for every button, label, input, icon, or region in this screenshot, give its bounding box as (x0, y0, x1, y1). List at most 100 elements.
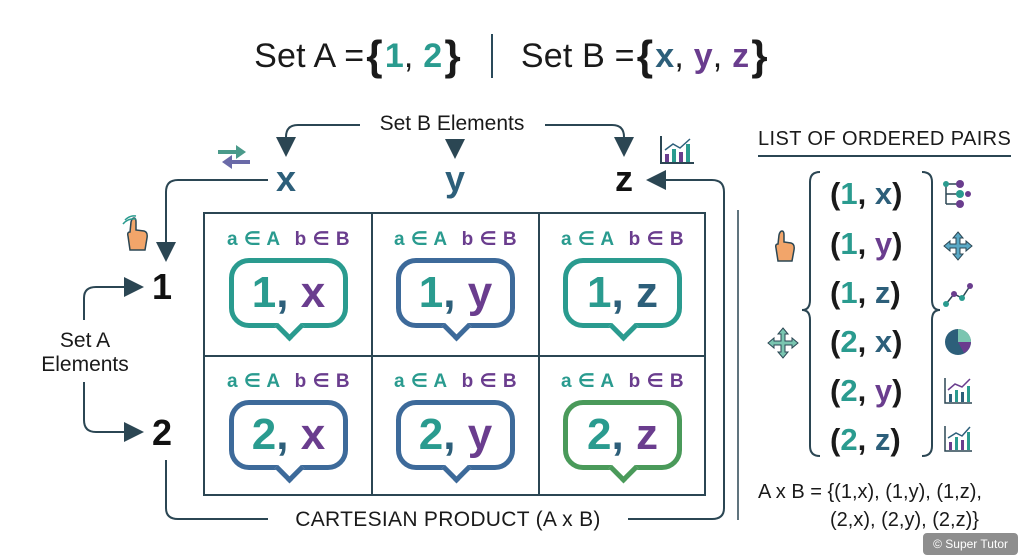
pair-first: 1 (840, 226, 858, 261)
column-label-z: z (615, 158, 633, 199)
formula-line-2: (2,x), (2,y), (2,z)} (830, 509, 979, 531)
b-in-b-label: b ∈ B (628, 371, 685, 392)
scatter-icon (943, 283, 973, 307)
grid-cell: a ∈ A b ∈ B 2, x (205, 356, 372, 498)
pair-first: 2 (840, 324, 858, 359)
hand-pointer-icon (775, 230, 795, 262)
pair-second: x (874, 324, 893, 359)
set-b-label: Set B = (520, 36, 635, 75)
column-label-y: y (444, 158, 466, 199)
separator-comma: , (712, 36, 733, 75)
set-b-element: y (693, 36, 713, 75)
b-in-b-label: b ∈ B (628, 229, 685, 250)
set-a-label-line1: Set A (59, 329, 111, 352)
a-in-a-label: a ∈ A (560, 371, 615, 392)
move-arrows-icon (943, 231, 973, 261)
b-in-b-label: b ∈ B (294, 229, 351, 250)
grid-cell: a ∈ A b ∈ B 2, z (539, 356, 706, 498)
pair-first: 2 (840, 373, 858, 408)
cartesian-product-label: CARTESIAN PRODUCT (A x B) (268, 508, 628, 532)
sets-header: Set A = { 1 , 2 } Set B = { x , y , z } (0, 28, 1024, 84)
b-in-b-label: b ∈ B (461, 371, 518, 392)
pair-bubble: 1, y (396, 258, 515, 342)
grid-cell: a ∈ A b ∈ B 1, x (205, 214, 372, 356)
pair-second: z (635, 268, 658, 317)
cell-membership-label: a ∈ A b ∈ B (205, 370, 372, 393)
cell-membership-label: a ∈ A b ∈ B (539, 370, 706, 393)
set-a-definition: Set A = { 1 , 2 } (254, 32, 463, 80)
pair-bubble: 2, z (563, 400, 682, 484)
a-in-a-label: a ∈ A (393, 229, 448, 250)
a-in-a-label: a ∈ A (226, 229, 281, 250)
move-arrows-icon (767, 327, 799, 359)
formula-line-1: A x B = {(1,x), (1,y), (1,z), (758, 481, 982, 503)
swap-arrows-icon (218, 145, 250, 169)
brace-close: } (751, 32, 768, 79)
pair-second: x (300, 410, 326, 459)
cell-membership-label: a ∈ A b ∈ B (372, 228, 539, 251)
ordered-pair: (2, y) (830, 373, 903, 408)
pair-first: 2 (840, 422, 858, 457)
set-a-label-line2: Elements (41, 353, 129, 376)
ordered-pair: (1, x) (830, 176, 903, 211)
separator-comma: , (403, 36, 424, 75)
b-in-b-label: b ∈ B (294, 371, 351, 392)
set-b-elements-label: Set B Elements (362, 112, 542, 136)
pair-second: z (874, 422, 891, 457)
set-a-element: 1 (384, 36, 404, 75)
cartesian-grid: a ∈ A b ∈ B 1, x a ∈ A b ∈ B 1, y a ∈ A b ∈… (203, 212, 706, 496)
pair-first: 2 (587, 410, 612, 459)
header-divider (490, 34, 493, 78)
bar-chart-icon (660, 136, 694, 164)
network-icon (943, 180, 971, 208)
set-a-elements-label: Set A Elements (30, 329, 140, 377)
line-chart-icon (944, 378, 972, 404)
pair-second: x (300, 268, 326, 317)
cell-membership-label: a ∈ A b ∈ B (205, 228, 372, 251)
cell-membership-label: a ∈ A b ∈ B (539, 228, 706, 251)
pie-chart-icon (945, 329, 971, 355)
ordered-pair: (2, x) (830, 324, 903, 359)
brace-close: } (444, 32, 461, 79)
hand-pointer-icon (122, 215, 148, 251)
pair-first: 1 (251, 268, 277, 317)
set-a-label: Set A = (254, 36, 365, 75)
list-title: LIST OF ORDERED PAIRS (758, 128, 1012, 157)
grid-line (538, 214, 540, 494)
pair-second: y (874, 373, 893, 408)
set-b-element: x (655, 36, 675, 75)
pair-first: 1 (587, 268, 612, 317)
pair-second: z (635, 410, 658, 459)
pair-first: 1 (840, 176, 858, 211)
b-in-b-label: b ∈ B (461, 229, 518, 250)
grid-line (371, 214, 373, 494)
set-a-element: 2 (423, 36, 443, 75)
brace-open: { (366, 32, 383, 79)
separator-comma: , (674, 36, 694, 75)
ordered-pair: (1, z) (830, 275, 901, 310)
pair-bubble: 2, y (396, 400, 515, 484)
row-label-2: 2 (152, 412, 173, 453)
set-b-definition: Set B = { x , y , z } (521, 32, 770, 80)
a-in-a-label: a ∈ A (560, 229, 615, 250)
pair-first: 2 (418, 410, 444, 459)
pair-bubble: 1, z (563, 258, 682, 342)
pair-second: y (467, 268, 493, 317)
column-label-x: x (275, 158, 297, 199)
grid-cell: a ∈ A b ∈ B 1, y (372, 214, 539, 356)
copyright-badge: © Super Tutor (923, 533, 1018, 555)
pair-second: x (874, 176, 893, 211)
brace-open: { (636, 32, 654, 79)
pair-second: z (874, 275, 891, 310)
a-in-a-label: a ∈ A (226, 371, 281, 392)
row-label-1: 1 (152, 266, 173, 307)
ordered-pair: (1, y) (830, 226, 903, 261)
bar-chart-icon (944, 426, 972, 452)
pair-first: 1 (840, 275, 858, 310)
grid-line (205, 355, 704, 357)
pair-bubble: 2, x (229, 400, 348, 484)
pair-second: y (874, 226, 893, 261)
pair-bubble: 1, x (229, 258, 348, 342)
